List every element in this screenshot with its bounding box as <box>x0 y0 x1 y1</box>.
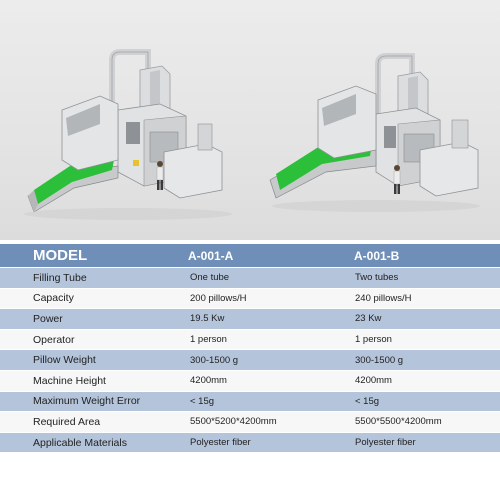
cell-a-001-b: 23 Kw <box>350 308 500 330</box>
machine-illustration <box>0 0 500 240</box>
machine-a-001-b <box>269 53 480 212</box>
cell-a-001-b: 5500*5500*4200mm <box>350 411 500 433</box>
table-row: Filling Tube One tube Two tubes <box>0 267 500 289</box>
cell-a-001-a: 19.5 Kw <box>182 308 350 330</box>
row-label: Capacity <box>0 287 182 309</box>
row-label: Operator <box>0 328 182 350</box>
machine-render <box>24 49 480 220</box>
cell-a-001-b: 4200mm <box>350 369 500 392</box>
row-label: Machine Height <box>0 369 182 392</box>
header-a-001-a: A-001-A <box>182 244 350 268</box>
table-row: Machine Height 4200mm 4200mm <box>0 369 500 392</box>
cell-a-001-a: < 15g <box>182 390 350 412</box>
cell-a-001-b: Polyester fiber <box>350 431 500 453</box>
spec-table: MODEL A-001-A A-001-B Filling Tube One t… <box>0 244 500 453</box>
cell-a-001-b: < 15g <box>350 390 500 412</box>
cell-a-001-b: 300-1500 g <box>350 349 500 371</box>
table-header-row: MODEL A-001-A A-001-B <box>0 244 500 268</box>
header-model: MODEL <box>0 244 182 268</box>
cell-a-001-a: 4200mm <box>182 369 350 392</box>
cell-a-001-a: Polyester fiber <box>182 431 350 453</box>
cell-a-001-a: 200 pillows/H <box>182 287 350 309</box>
row-label: Filling Tube <box>0 267 182 289</box>
cell-a-001-a: 5500*5200*4200mm <box>182 411 350 433</box>
cell-a-001-a: 300-1500 g <box>182 349 350 371</box>
cell-a-001-b: 240 pillows/H <box>350 287 500 309</box>
cell-a-001-b: 1 person <box>350 328 500 350</box>
table-row: Operator 1 person 1 person <box>0 328 500 350</box>
table-row: Power 19.5 Kw 23 Kw <box>0 308 500 330</box>
row-label: Applicable Materials <box>0 431 182 453</box>
table-row: Pillow Weight 300-1500 g 300-1500 g <box>0 349 500 371</box>
cell-a-001-a: 1 person <box>182 328 350 350</box>
table-row: Applicable Materials Polyester fiber Pol… <box>0 431 500 453</box>
table-row: Required Area 5500*5200*4200mm 5500*5500… <box>0 411 500 433</box>
row-label: Pillow Weight <box>0 349 182 371</box>
row-label: Power <box>0 308 182 330</box>
table-row: Capacity 200 pillows/H 240 pillows/H <box>0 287 500 309</box>
cell-a-001-a: One tube <box>182 267 350 289</box>
machine-a-001-a <box>24 49 232 220</box>
row-label: Maximum Weight Error <box>0 390 182 412</box>
table-row: Maximum Weight Error < 15g < 15g <box>0 390 500 412</box>
row-label: Required Area <box>0 411 182 433</box>
header-a-001-b: A-001-B <box>350 244 500 268</box>
cell-a-001-b: Two tubes <box>350 267 500 289</box>
